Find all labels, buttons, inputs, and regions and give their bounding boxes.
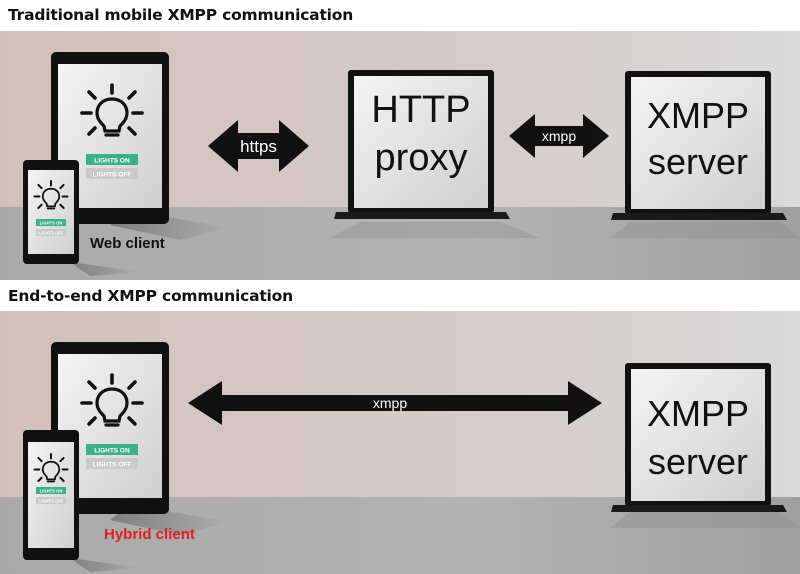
server-title-line1: XMPP: [647, 393, 749, 434]
lights-off-button[interactable]: [86, 168, 138, 179]
xmpp-server-laptop: XMPP server: [611, 71, 787, 220]
lights-off-label: LIGHTS OFF: [39, 499, 64, 504]
lights-on-label: LIGHTS ON: [94, 448, 130, 455]
server-title-line1: XMPP: [647, 95, 749, 136]
lights-on-button[interactable]: [36, 487, 66, 494]
lights-off-button[interactable]: [86, 458, 138, 469]
server-title-line2: server: [648, 141, 748, 182]
lights-on-label: LIGHTS ON: [40, 221, 63, 226]
phone-shadow: [70, 262, 140, 276]
lights-off-button[interactable]: [36, 229, 66, 236]
lights-off-button[interactable]: [36, 497, 66, 504]
section-1-heading: Traditional mobile XMPP communication: [8, 6, 354, 24]
hybrid-client-label: Hybrid client: [104, 526, 195, 543]
server-laptop-shadow: [610, 222, 800, 238]
lights-on-button[interactable]: [86, 154, 138, 165]
phone-device: LIGHTS ON LIGHTS OFF: [23, 160, 79, 264]
lights-off-label: LIGHTS OFF: [93, 462, 132, 469]
proxy-title-line1: HTTP: [371, 89, 470, 131]
xmpp-label: xmpp: [542, 128, 576, 144]
section-2-heading: End-to-end XMPP communication: [8, 287, 293, 305]
xmpp-label: xmpp: [373, 395, 407, 411]
proxy-title-line2: proxy: [375, 137, 468, 179]
lights-on-label: LIGHTS ON: [40, 489, 63, 494]
https-arrow: https: [208, 120, 309, 172]
proxy-laptop-shadow: [330, 222, 540, 238]
server-title-line2: server: [648, 441, 748, 482]
lights-off-label: LIGHTS OFF: [93, 172, 132, 179]
lights-on-label: LIGHTS ON: [94, 158, 130, 165]
lights-on-button[interactable]: [36, 219, 66, 226]
tablet-device: LIGHTS ON LIGHTS OFF: [51, 342, 169, 514]
lights-on-button[interactable]: [86, 444, 138, 455]
server-laptop-shadow: [610, 512, 800, 528]
xmpp-arrow-short: xmpp: [509, 114, 609, 158]
web-client-label: Web client: [90, 235, 165, 252]
lights-off-label: LIGHTS OFF: [39, 231, 64, 236]
http-proxy-laptop: HTTP proxy: [334, 70, 510, 219]
xmpp-arrow-long: xmpp: [188, 381, 602, 425]
phone-shadow: [70, 558, 140, 572]
xmpp-server-laptop: XMPP server: [611, 363, 787, 512]
phone-device: LIGHTS ON LIGHTS OFF: [23, 430, 79, 560]
https-label: https: [240, 137, 277, 156]
